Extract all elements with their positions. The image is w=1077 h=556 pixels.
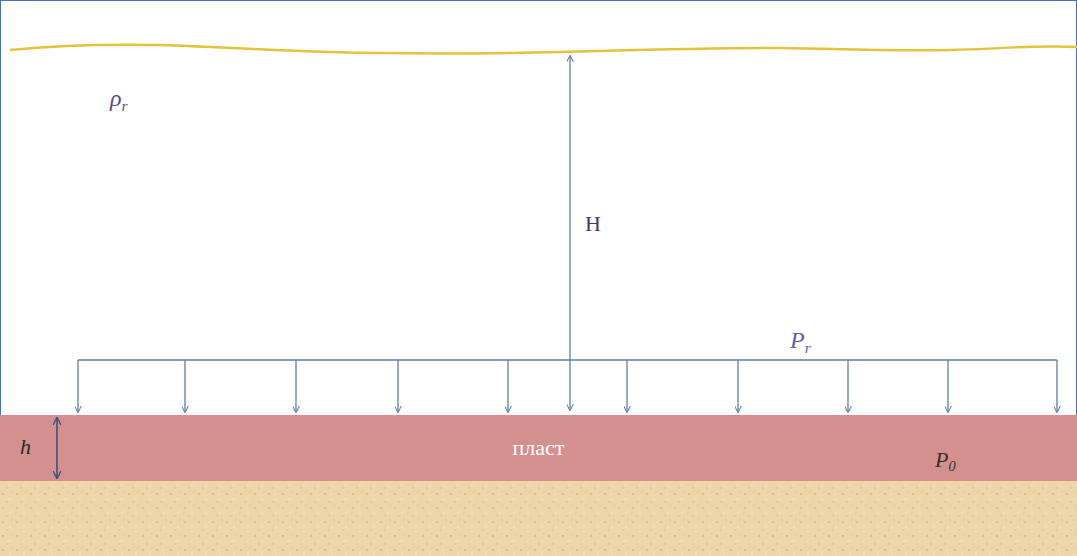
pressure-load bbox=[78, 360, 1057, 412]
symbol-label: ρr bbox=[110, 86, 128, 110]
layer-band: пласт bbox=[0, 415, 1077, 481]
surface-line bbox=[10, 45, 1077, 54]
sand-ground bbox=[0, 481, 1077, 556]
symbol-label: h bbox=[20, 436, 31, 458]
subscript: 0 bbox=[948, 458, 955, 474]
layer-name: пласт bbox=[513, 435, 565, 461]
symbol-label: Pr bbox=[790, 328, 811, 352]
subscript: r bbox=[122, 97, 128, 114]
subscript: r bbox=[805, 339, 811, 356]
depth-arrow bbox=[569, 56, 570, 410]
symbol-label: H bbox=[585, 213, 601, 235]
symbol-label: P0 bbox=[935, 449, 956, 471]
